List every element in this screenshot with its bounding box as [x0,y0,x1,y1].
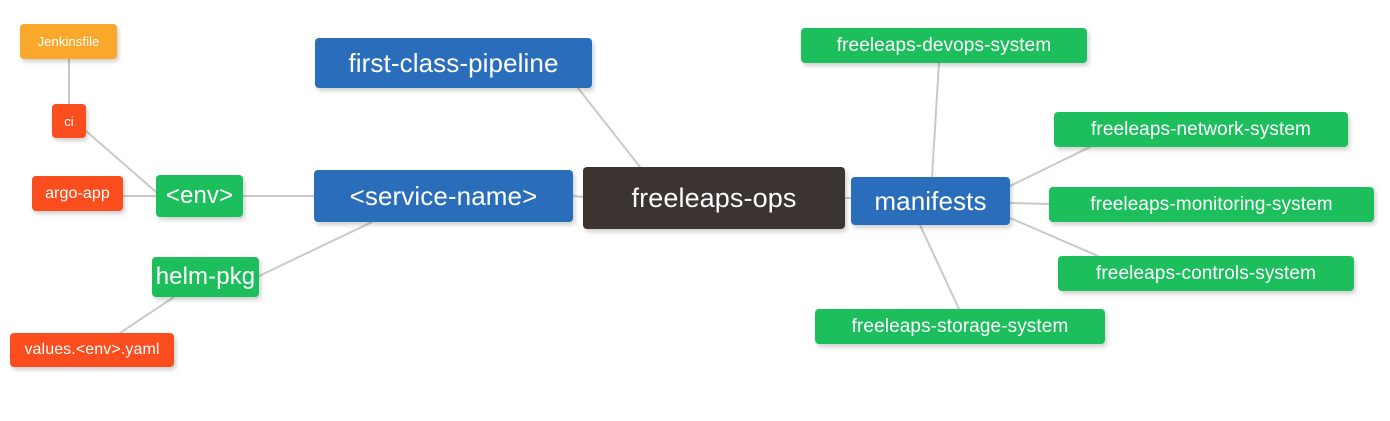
node-freeleaps-storage-system[interactable]: freeleaps-storage-system [815,309,1105,344]
node-freeleaps-devops-system[interactable]: freeleaps-devops-system [801,28,1087,63]
edge-helm-pkg-to-values-env-yaml [119,296,175,334]
edge-manifests-to-freeleaps-storage-system [919,224,960,310]
node-freeleaps-controls-system[interactable]: freeleaps-controls-system [1058,256,1354,291]
edge-manifests-to-freeleaps-network-system [1009,146,1091,187]
edge-manifests-to-freeleaps-monitoring-system [1009,202,1050,205]
node-env[interactable]: <env> [156,175,243,217]
node-freeleaps-ops[interactable]: freeleaps-ops [583,167,845,229]
edge-manifests-to-freeleaps-devops-system [931,62,940,178]
node-manifests[interactable]: manifests [851,177,1010,225]
node-service-name[interactable]: <service-name> [314,170,573,222]
node-values-env-yaml[interactable]: values.<env>.yaml [10,333,174,367]
node-freeleaps-monitoring-system[interactable]: freeleaps-monitoring-system [1049,187,1374,222]
node-freeleaps-network-system[interactable]: freeleaps-network-system [1054,112,1348,147]
edge-manifests-to-freeleaps-controls-system [1009,217,1099,257]
node-argo-app[interactable]: argo-app [32,176,123,211]
edge-service-name-to-freeleaps-ops [572,195,584,198]
edge-service-name-to-helm-pkg [258,221,373,277]
node-ci[interactable]: ci [52,104,86,138]
edge-first-class-pipeline-to-freeleaps-ops [577,87,641,168]
node-first-class-pipeline[interactable]: first-class-pipeline [315,38,592,88]
node-helm-pkg[interactable]: helm-pkg [152,257,259,297]
node-jenkinsfile[interactable]: Jenkinsfile [20,24,117,59]
